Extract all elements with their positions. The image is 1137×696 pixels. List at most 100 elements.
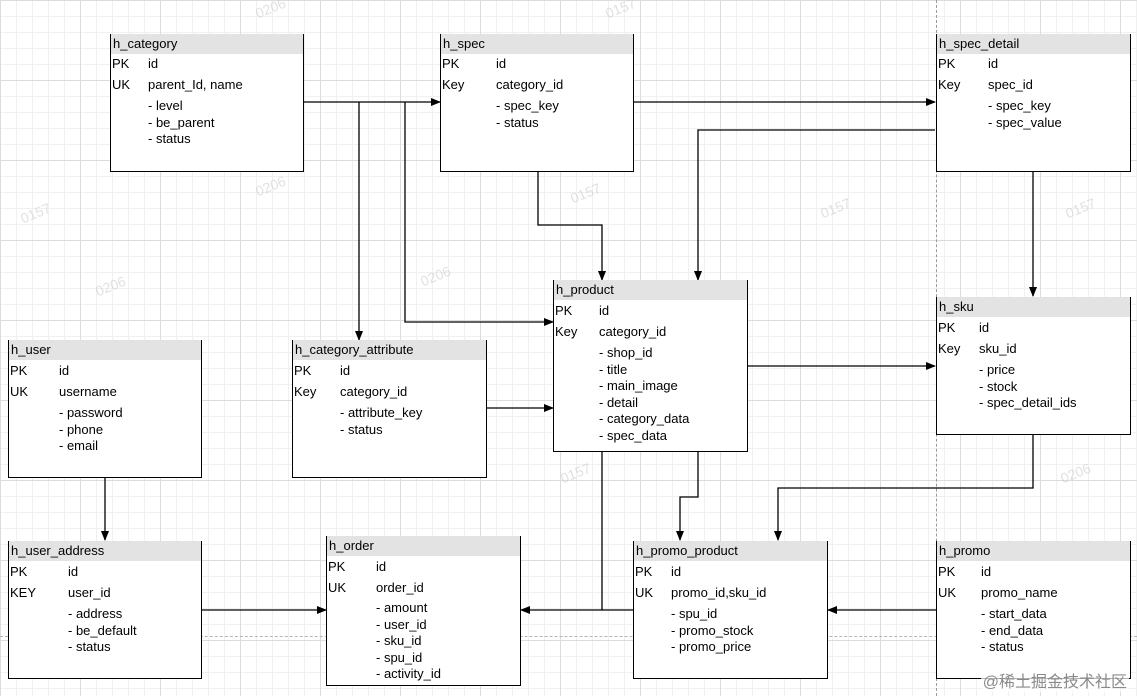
attribute-item: - status [148,131,191,147]
attribute-list: - password - phone - email [59,405,123,455]
field-name: promo_name [981,585,1058,600]
field-row-pk: PK id [9,562,201,582]
attribute-list: - shop_id - title - main_image - detail … [599,345,689,445]
entity-title: h_sku [937,297,1130,317]
key-label: PK [555,303,573,318]
connector-product-to-order [520,452,603,614]
field-name: id [148,56,159,71]
field-name: id [68,564,79,579]
field-name: id [496,56,507,71]
attribute-item: - main_image [599,378,678,394]
field-name: id [979,320,990,335]
attribute-item: - sku_id [376,633,422,649]
field-name: sku_id [979,341,1017,356]
entity-title: h_product [554,280,747,300]
key-label: PK [10,363,28,378]
key-label: Key [938,341,961,356]
key-label: PK [938,56,956,71]
key-label: PK [10,564,28,579]
attribute-item: - shop_id [599,345,653,360]
connector-sku-to-promo-product [774,434,1034,541]
attribute-item: - spec_detail_ids [979,395,1077,411]
attribute-item: - amount [376,600,428,615]
key-label: UK [10,384,29,399]
key-label: Key [938,77,961,92]
attribute-item: - status [340,421,383,437]
attribute-item: - status [496,114,539,130]
entity-title: h_spec_detail [937,34,1130,54]
entity-h-spec[interactable]: h_spec PK id Key category_id - spec_key - … [440,34,634,172]
field-name: id [988,56,999,71]
field-name: category_id [599,324,667,339]
field-name: parent_Id, name [148,77,243,92]
attribute-item: - email [59,438,99,454]
entity-title: h_spec [441,34,633,54]
field-name: user_id [68,585,111,600]
key-label: PK [635,564,653,579]
entity-h-product[interactable]: h_product PK id Key category_id - shop_id … [553,280,748,452]
attribute-item: - stock [979,378,1018,394]
attribute-item: - spu_id [376,649,423,665]
attribute-item: - promo_stock [671,622,754,638]
attribute-item: - password [59,405,123,420]
attribute-item: - status [68,639,111,655]
field-name: id [376,559,387,574]
attribute-item: - price [979,362,1016,377]
attribute-item: - address [68,606,123,621]
field-row-key: Key sku_id [937,339,1130,359]
attribute-item: - category_data [599,411,690,427]
attribute-item: - spec_key [496,98,559,113]
field-row-uk: UK username [9,382,201,402]
attribute-list: - address - be_default - status [68,606,137,656]
attribute-list: - amount - user_id - sku_id - spu_id - a… [376,600,441,683]
attribute-list: - attribute_key - status [340,405,422,438]
attribute-item: - be_parent [148,114,215,130]
key-label: Key [442,77,465,92]
key-label: Key [555,324,578,339]
attribute-item: - end_data [981,622,1044,638]
attribute-item: - be_default [68,622,137,638]
key-label: PK [112,56,130,71]
attribute-list: - spec_key - spec_value [988,98,1062,131]
attribute-item: - level [148,98,183,113]
dashed-page-boundary-horizontal [0,636,1137,637]
key-label: UK [328,580,347,595]
field-name: promo_id,sku_id [671,585,767,600]
attribute-list: - spu_id - promo_stock - promo_price [671,606,753,656]
entity-title: h_user_address [9,541,201,561]
entity-title: h_promo_product [634,541,827,561]
connector-product-to-promo-product [676,452,699,541]
field-name: category_id [496,77,564,92]
attribute-item: - user_id [376,616,427,632]
field-name: username [59,384,117,399]
attribute-list: - start_data - end_data - status [981,606,1047,656]
attribute-item: - start_data [981,606,1047,621]
attribute-item: - attribute_key [340,405,423,420]
attribute-item: - detail [599,394,639,410]
field-name: category_id [340,384,408,399]
entity-title: h_promo [937,541,1130,561]
entity-title: h_user [9,340,201,360]
connector-spec-detail-to-product [694,129,935,281]
key-label: PK [442,56,460,71]
attribute-list: - spec_key - status [496,98,559,131]
field-name: id [599,303,610,318]
